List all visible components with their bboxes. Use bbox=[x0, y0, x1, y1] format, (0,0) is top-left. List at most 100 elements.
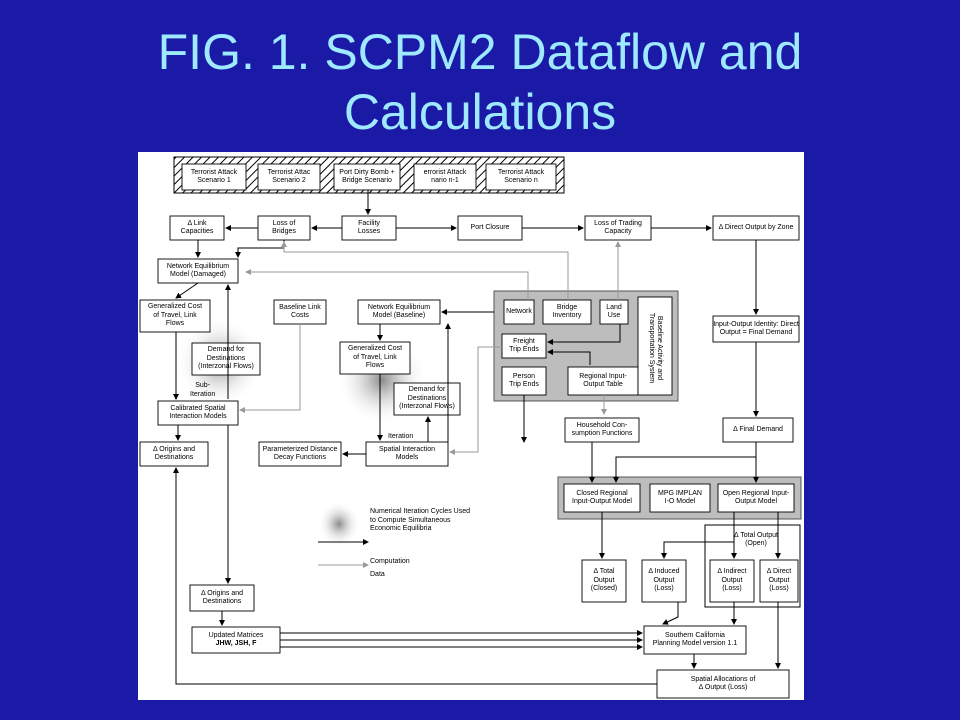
scenario-n-box: Terrorist Attack Scenario n bbox=[486, 164, 556, 190]
param-distance-box: Parameterized Distance Decay Functions bbox=[259, 442, 341, 466]
port-dirty-bomb-label: Port Dirty Bomb + Bridge Scenario bbox=[339, 168, 395, 185]
gen-cost-left-box: Generalized Cost of Travel, Link Flows bbox=[140, 300, 210, 332]
legend-computation-text: Computation bbox=[370, 558, 410, 565]
baseline-link-costs-label: Baseline Link Costs bbox=[279, 303, 321, 320]
bridge-inventory-box: Bridge Inventory bbox=[543, 300, 591, 324]
origins-dest-top-label: Δ Origins and Destinations bbox=[152, 445, 196, 462]
title-line-2: Calculations bbox=[343, 84, 617, 140]
baseline-activity-label: Baseline Activity and Transportation Sys… bbox=[648, 312, 664, 384]
indirect-output-box: Δ Indirect Output (Loss) bbox=[710, 560, 754, 602]
induced-output-box: Δ Induced Output (Loss) bbox=[642, 560, 686, 602]
loss-of-bridges-label: Loss of Bridges bbox=[272, 219, 296, 236]
legend-glow-square bbox=[318, 501, 360, 547]
baseline-link-costs-box: Baseline Link Costs bbox=[274, 300, 326, 324]
total-output-closed-box: Δ Total Output (Closed) bbox=[582, 560, 626, 602]
scenario-1-label: Terrorist Attack Scenario 1 bbox=[190, 168, 238, 185]
person-trip-ends-box: Person Trip Ends bbox=[502, 367, 546, 395]
facility-losses-box: Facility Losses bbox=[342, 216, 396, 240]
loss-of-bridges-box: Loss of Bridges bbox=[258, 216, 310, 240]
induced-output-label: Δ Induced Output (Loss) bbox=[648, 568, 680, 593]
mpg-implan-box: MPG IMPLAN I-O Model bbox=[650, 484, 710, 512]
direct-output-box: Δ Direct Output (Loss) bbox=[760, 560, 798, 602]
gen-cost-left-label: Generalized Cost of Travel, Link Flows bbox=[147, 303, 203, 328]
total-output-closed-label: Δ Total Output (Closed) bbox=[590, 568, 618, 593]
demand-dest-left-box: Demand for Destinations (Interzonal Flow… bbox=[192, 343, 260, 375]
loss-of-trading-box: Loss of Trading Capacity bbox=[585, 216, 651, 240]
mpg-implan-label: MPG IMPLAN I-O Model bbox=[658, 489, 702, 506]
origins-dest-bottom-label: Δ Origins and Destinations bbox=[200, 589, 244, 606]
regional-io-table-box: Regional Input- Output Table bbox=[568, 367, 638, 395]
param-distance-label: Parameterized Distance Decay Functions bbox=[262, 445, 338, 462]
household-consumption-label: Household Con- sumption Functions bbox=[571, 421, 633, 438]
scenario-n-label: Terrorist Attack Scenario n bbox=[497, 168, 545, 185]
io-identity-box: Input-Output Identity: Direct Output = F… bbox=[713, 316, 799, 342]
final-demand-label: Δ Final Demand bbox=[733, 425, 783, 433]
total-output-open-box: Δ Total Output (Open) bbox=[718, 530, 794, 550]
diagram-graphics bbox=[139, 156, 802, 699]
calibrated-si-label: Calibrated Spatial Interaction Models bbox=[169, 404, 227, 421]
port-closure-box: Port Closure bbox=[458, 216, 522, 240]
demand-dest-left-label: Demand for Destinations (Interzonal Flow… bbox=[198, 346, 254, 371]
net-eq-baseline-box: Network Equilibrium Model (Baseline) bbox=[358, 300, 440, 324]
link-capacities-box: Δ Link Capacities bbox=[170, 216, 224, 240]
direct-output-zone-box: Δ Direct Output by Zone bbox=[713, 216, 799, 240]
net-eq-damaged-box: Network Equilibrium Model (Damaged) bbox=[158, 259, 238, 283]
sub-iteration-text: Sub- Iteration bbox=[190, 382, 216, 398]
slide-title: FIG. 1. SCPM2 Dataflow and Calculations bbox=[0, 22, 960, 142]
net-eq-damaged-label: Network Equilibrium Model (Damaged) bbox=[166, 262, 230, 279]
land-use-label: Land Use bbox=[606, 303, 622, 320]
dataflow-diagram: Terrorist Attack Scenario 1 Terrorist At… bbox=[138, 152, 804, 700]
gen-cost-mid-label: Generalized Cost of Travel, Link Flows bbox=[347, 345, 403, 370]
scenario-1-box: Terrorist Attack Scenario 1 bbox=[182, 164, 246, 190]
scpm-label: Southern California Planning Model versi… bbox=[652, 631, 738, 648]
freight-trip-ends-box: Freight Trip Ends bbox=[502, 334, 546, 358]
legend-data-text: Data bbox=[370, 571, 385, 578]
freight-trip-ends-label: Freight Trip Ends bbox=[509, 337, 539, 354]
port-closure-label: Port Closure bbox=[470, 223, 510, 231]
facility-losses-label: Facility Losses bbox=[357, 219, 381, 236]
total-output-open-label: Δ Total Output (Open) bbox=[734, 531, 778, 548]
closed-regional-label: Closed Regional Input-Output Model bbox=[572, 489, 632, 506]
updated-matrices-box: Updated Matrices JHW, JSH, F bbox=[192, 627, 280, 653]
household-consumption-box: Household Con- sumption Functions bbox=[565, 418, 639, 442]
regional-io-table-label: Regional Input- Output Table bbox=[579, 372, 627, 389]
spatial-allocations-box: Spatial Allocations of Δ Output (Loss) bbox=[657, 670, 789, 698]
network-label: Network bbox=[506, 307, 532, 315]
scpm-box: Southern California Planning Model versi… bbox=[644, 626, 746, 654]
land-use-box: Land Use bbox=[600, 300, 628, 324]
indirect-output-label: Δ Indirect Output (Loss) bbox=[717, 568, 747, 593]
closed-regional-box: Closed Regional Input-Output Model bbox=[564, 484, 640, 512]
spatial-interaction-label: Spatial Interaction Models bbox=[378, 445, 436, 462]
updated-matrices-sub: JHW, JSH, F bbox=[215, 640, 257, 647]
io-identity-label: Input-Output Identity: Direct Output = F… bbox=[713, 320, 799, 337]
title-line-1: FIG. 1. SCPM2 Dataflow and bbox=[157, 24, 803, 80]
link-capacities-label: Δ Link Capacities bbox=[180, 219, 214, 236]
scenario-2-box: Terrorist Attac Scenario 2 bbox=[258, 164, 320, 190]
updated-matrices-label: Updated Matrices bbox=[208, 631, 264, 639]
scenario-2-label: Terrorist Attac Scenario 2 bbox=[267, 168, 311, 185]
demand-dest-mid-label: Demand for Destinations (Interzonal Flow… bbox=[399, 386, 455, 411]
origins-dest-bottom-box: Δ Origins and Destinations bbox=[190, 585, 254, 611]
legend-iteration-text: Numerical Iteration Cycles Used to Compu… bbox=[370, 508, 470, 532]
final-demand-box: Δ Final Demand bbox=[723, 418, 793, 442]
net-eq-baseline-label: Network Equilibrium Model (Baseline) bbox=[367, 303, 431, 320]
spatial-allocations-label: Spatial Allocations of Δ Output (Loss) bbox=[690, 675, 756, 692]
scenario-n1-label: errorist Attack nario n-1 bbox=[423, 168, 467, 185]
iteration-text: Iteration bbox=[388, 433, 414, 440]
baseline-activity-box: Baseline Activity and Transportation Sys… bbox=[638, 299, 672, 397]
open-regional-box: Open Regional Input- Output Model bbox=[718, 484, 794, 512]
scenario-n1-box: errorist Attack nario n-1 bbox=[414, 164, 476, 190]
bridge-inventory-label: Bridge Inventory bbox=[552, 303, 582, 320]
demand-dest-mid-box: Demand for Destinations (Interzonal Flow… bbox=[394, 383, 460, 415]
calibrated-si-box: Calibrated Spatial Interaction Models bbox=[158, 401, 238, 425]
direct-output-zone-label: Δ Direct Output by Zone bbox=[718, 223, 794, 231]
person-trip-ends-label: Person Trip Ends bbox=[509, 372, 539, 389]
port-dirty-bomb-box: Port Dirty Bomb + Bridge Scenario bbox=[334, 164, 400, 190]
gen-cost-mid-box: Generalized Cost of Travel, Link Flows bbox=[340, 342, 410, 374]
network-box: Network bbox=[504, 300, 534, 324]
spatial-interaction-box: Spatial Interaction Models bbox=[366, 442, 448, 466]
total-output-open-frame bbox=[704, 524, 801, 608]
origins-dest-top-box: Δ Origins and Destinations bbox=[140, 442, 208, 466]
open-regional-label: Open Regional Input- Output Model bbox=[722, 489, 790, 506]
direct-output-label: Δ Direct Output (Loss) bbox=[766, 568, 792, 593]
